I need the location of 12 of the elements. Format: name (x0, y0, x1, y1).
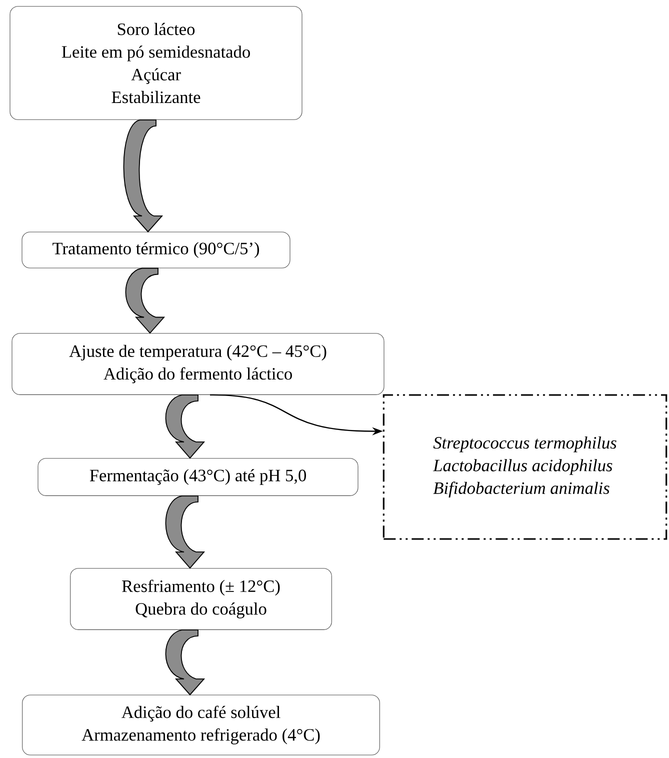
process-box: Ajuste de temperatura (42°C – 45°C) Adição do fermento láctico (12, 333, 384, 395)
block-arrow (165, 629, 204, 696)
process-box: Soro lácteo Leite em pó semidesnatado Açúcar Estabilizante (10, 6, 302, 120)
block-arrow (125, 268, 164, 334)
process-box: Adição do café solúvel Armazenamento refrigerado (4°C) (22, 694, 380, 756)
block-arrow (123, 119, 162, 232)
block-arrow (165, 495, 204, 569)
process-box: Fermentação (43°C) até pH 5,0 (38, 458, 358, 496)
process-box: Resfriamento (± 12°C) Quebra do coágulo (70, 568, 332, 630)
block-arrow (165, 394, 204, 459)
bacteria-list-box: Streptococcus termophilus Lactobacillus acidophilus Bifidobacterium animalis (382, 394, 668, 540)
process-box: Tratamento térmico (90°C/5’) (22, 232, 290, 268)
